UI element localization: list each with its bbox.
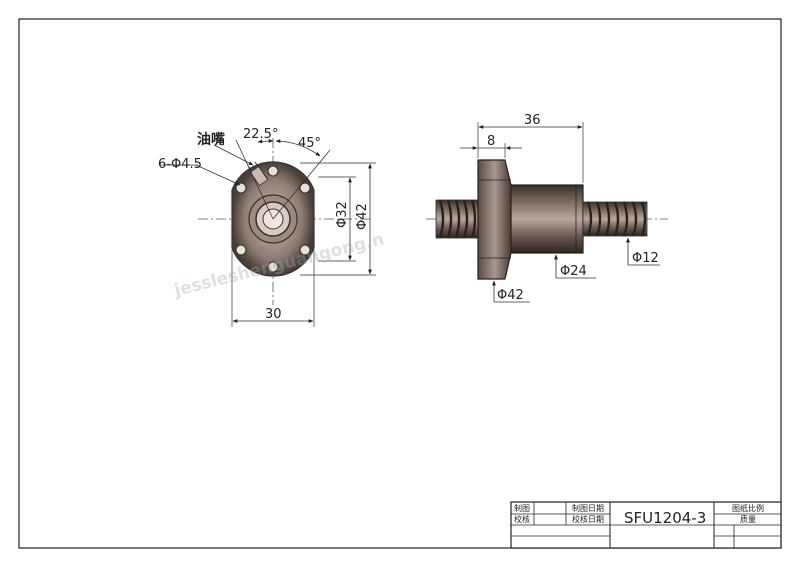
label-side-d42: Φ42: [497, 288, 524, 303]
screw-thread-right: [582, 201, 648, 237]
checked-by-label: 校核: [514, 514, 530, 524]
screw-thread-left: [435, 199, 483, 239]
label-d24: Φ24: [560, 264, 587, 279]
mounting-hole: [235, 244, 247, 256]
label-length: 36: [524, 113, 541, 128]
title-block: 制图 制图日期 校核 校核日期 SFU1204-3 图纸比例 质量: [510, 501, 782, 549]
label-angle-small: 22.5°: [243, 127, 278, 142]
side-flange: [477, 159, 512, 280]
side-view: 36 8 Φ42 Φ24 Φ12: [426, 113, 668, 303]
oil-nozzle: [247, 161, 269, 186]
label-flange: 8: [487, 134, 495, 149]
label-d12: Φ12: [632, 251, 659, 266]
scale-label: 图纸比例: [732, 503, 764, 513]
label-width: 30: [265, 307, 282, 322]
label-d32: Φ32: [335, 201, 350, 228]
checked-date-label: 校核日期: [572, 514, 604, 524]
mounting-hole: [267, 165, 279, 177]
label-oil-nozzle: 油嘴: [197, 131, 225, 148]
drawn-date-label: 制图日期: [572, 503, 604, 513]
label-angle-large: 45°: [298, 136, 321, 151]
material-label: 质量: [740, 514, 756, 524]
nut-body: [510, 184, 584, 254]
outer-frame: [18, 18, 782, 549]
part-number: SFU1204-3: [624, 509, 706, 527]
front-view: 油嘴 6-Φ4.5 22.5° 45° Φ32 Φ42 30: [158, 127, 376, 327]
label-holes: 6-Φ4.5: [158, 157, 202, 172]
mounting-hole: [299, 244, 311, 256]
mounting-hole: [299, 182, 311, 194]
mounting-hole: [235, 182, 247, 194]
mounting-hole: [267, 261, 279, 273]
mounting-holes: [235, 165, 311, 273]
drawn-by-label: 制图: [514, 503, 530, 513]
label-d42: Φ42: [355, 203, 370, 230]
